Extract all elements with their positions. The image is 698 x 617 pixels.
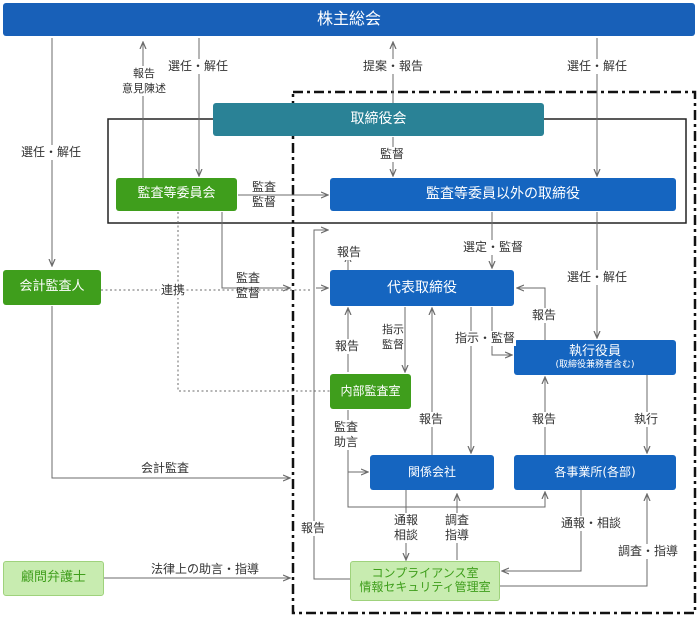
- label-investigate: 調査 指導: [444, 513, 471, 543]
- label-report-opinion-line1: 報告: [133, 67, 155, 80]
- affiliates: 関係会社: [370, 455, 494, 490]
- label-elect-dismiss-left: 選任・解任: [20, 145, 83, 160]
- board-of-directors-label: 取締役会: [350, 111, 407, 128]
- label-investigate-guide: 調査・指導: [617, 544, 680, 559]
- executive-officers-note: (取締役兼務者含む): [555, 359, 635, 370]
- business-units-label: 各事業所(各部): [554, 464, 636, 479]
- label-audit-supervise-2: 監査 監督: [236, 271, 260, 301]
- label-audit-supervise-2-a: 監査: [236, 271, 261, 285]
- compliance-office-label-1: コンプライアンス室: [371, 566, 479, 581]
- label-report-rep: 報告: [334, 339, 361, 354]
- label-instruct-2: 監督: [382, 338, 404, 351]
- shareholders-meeting: 株主総会: [3, 3, 695, 36]
- internal-audit-office: 内部監査室: [330, 374, 411, 409]
- label-consult-2: 相談: [394, 528, 419, 542]
- label-elect-dismiss-exec: 選任・解任: [566, 270, 629, 285]
- executive-officers-label: 執行役員: [568, 343, 621, 359]
- affiliates-label: 関係会社: [407, 464, 456, 479]
- label-execute: 執行: [633, 412, 660, 427]
- label-report-opinion-line2: 意見陳述: [122, 82, 166, 95]
- representative-director: 代表取締役: [330, 270, 514, 306]
- label-elect-dismiss-right: 選任・解任: [566, 59, 629, 74]
- audit-committee: 監査等委員会: [116, 178, 237, 211]
- label-audit-supervise-1-b: 監督: [252, 195, 277, 209]
- other-directors: 監査等委員以外の取締役: [330, 178, 676, 211]
- compliance-office: コンプライアンス室 情報セキュリティ管理室: [350, 561, 500, 601]
- label-report-consult: 通報・相談: [560, 516, 623, 531]
- label-consult-1: 通報: [394, 513, 419, 527]
- label-report-exec: 報告: [531, 308, 558, 323]
- board-of-directors: 取締役会: [213, 103, 544, 136]
- label-accounting-audit: 会計監査: [140, 461, 191, 476]
- compliance-office-label-2: 情報セキュリティ管理室: [359, 580, 491, 594]
- representative-director-label: 代表取締役: [387, 279, 457, 296]
- label-report-affiliates: 報告: [418, 412, 445, 427]
- label-instruct: 指示 監督: [382, 322, 404, 352]
- other-directors-label: 監査等委員以外の取締役: [426, 186, 580, 203]
- accounting-auditor: 会計監査人: [3, 270, 101, 305]
- label-audit-supervise-1: 監査 監督: [252, 180, 276, 210]
- label-consult: 通報 相談: [393, 513, 420, 543]
- label-legal-advice: 法律上の助言・指導: [150, 562, 261, 577]
- label-audit-supervise-2-b: 監督: [236, 286, 261, 300]
- internal-audit-office-label: 内部監査室: [340, 383, 401, 398]
- label-audit-advice: 監査 助言: [333, 420, 360, 450]
- label-supervise-board: 監督: [379, 147, 406, 162]
- label-report-compliance: 報告: [300, 521, 327, 536]
- business-units: 各事業所(各部): [514, 455, 676, 490]
- label-investigate-1: 調査: [445, 513, 470, 527]
- label-instruct-supervise: 指示・監督: [454, 331, 517, 346]
- legal-advisor: 顧問弁護士: [3, 561, 104, 596]
- label-audit-supervise-1-a: 監査: [252, 180, 277, 194]
- audit-committee-label: 監査等委員会: [137, 186, 216, 202]
- label-coordination: 連携: [160, 283, 187, 298]
- executive-officers: 執行役員 (取締役兼務者含む): [514, 340, 676, 375]
- label-report-opinion: 報告 意見陳述: [118, 66, 170, 96]
- shareholders-meeting-label: 株主総会: [316, 9, 381, 29]
- label-report-units: 報告: [531, 412, 558, 427]
- accounting-auditor-label: 会計監査人: [19, 279, 85, 295]
- label-proposal-report: 提案・報告: [362, 59, 425, 74]
- label-elect-dismiss-ac: 選任・解任: [167, 59, 230, 74]
- label-audit-advice-1: 監査: [334, 420, 359, 434]
- label-investigate-2: 指導: [445, 528, 470, 542]
- legal-advisor-label: 顧問弁護士: [20, 570, 86, 586]
- label-audit-advice-2: 助言: [334, 435, 359, 449]
- label-select-supervise: 選定・監督: [462, 240, 525, 255]
- label-report-to-board: 報告: [336, 245, 363, 260]
- label-instruct-1: 指示: [382, 323, 404, 336]
